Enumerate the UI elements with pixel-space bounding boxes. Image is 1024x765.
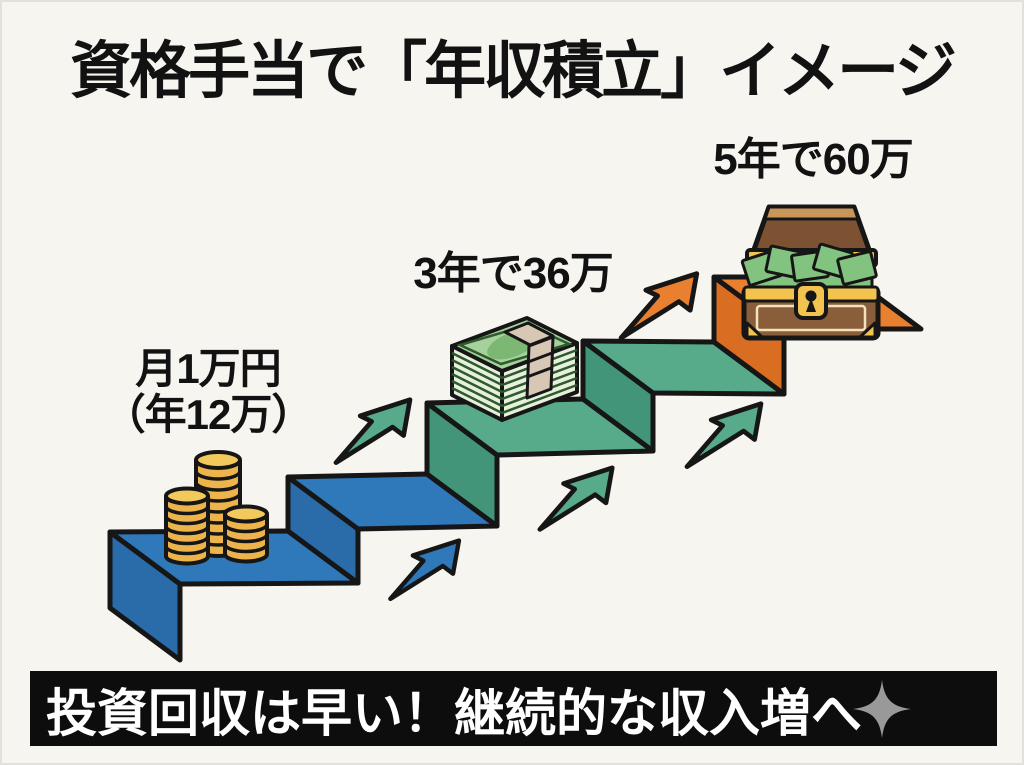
milestone-1-line-2: （年12万） bbox=[103, 391, 314, 439]
banner-text: 投資回収は早い！継続的な収入増へ bbox=[46, 684, 863, 742]
cash-bills bbox=[740, 242, 878, 287]
milestone-3-label: 5年で60万 bbox=[713, 135, 913, 184]
up-arrow-icon bbox=[322, 386, 425, 478]
milestone-2-label: 3年で36万 bbox=[413, 249, 613, 298]
treasure-chest-icon bbox=[740, 204, 881, 341]
cash-stack-icon bbox=[450, 316, 579, 422]
bottom-banner: 投資回収は早い！継続的な収入増へ bbox=[30, 671, 997, 746]
sparkle-icon bbox=[852, 679, 912, 738]
up-arrow-icon bbox=[378, 528, 473, 613]
milestone-1-label: 月1万円 （年12万） bbox=[98, 345, 318, 439]
coin-stacks-icon bbox=[164, 450, 269, 566]
milestone-1-line-1: 月1万円 bbox=[135, 345, 281, 392]
up-arrow-icon bbox=[673, 390, 776, 482]
page-title: 資格手当で「年収積立」イメージ bbox=[70, 37, 957, 106]
up-arrow-icon bbox=[526, 454, 626, 544]
